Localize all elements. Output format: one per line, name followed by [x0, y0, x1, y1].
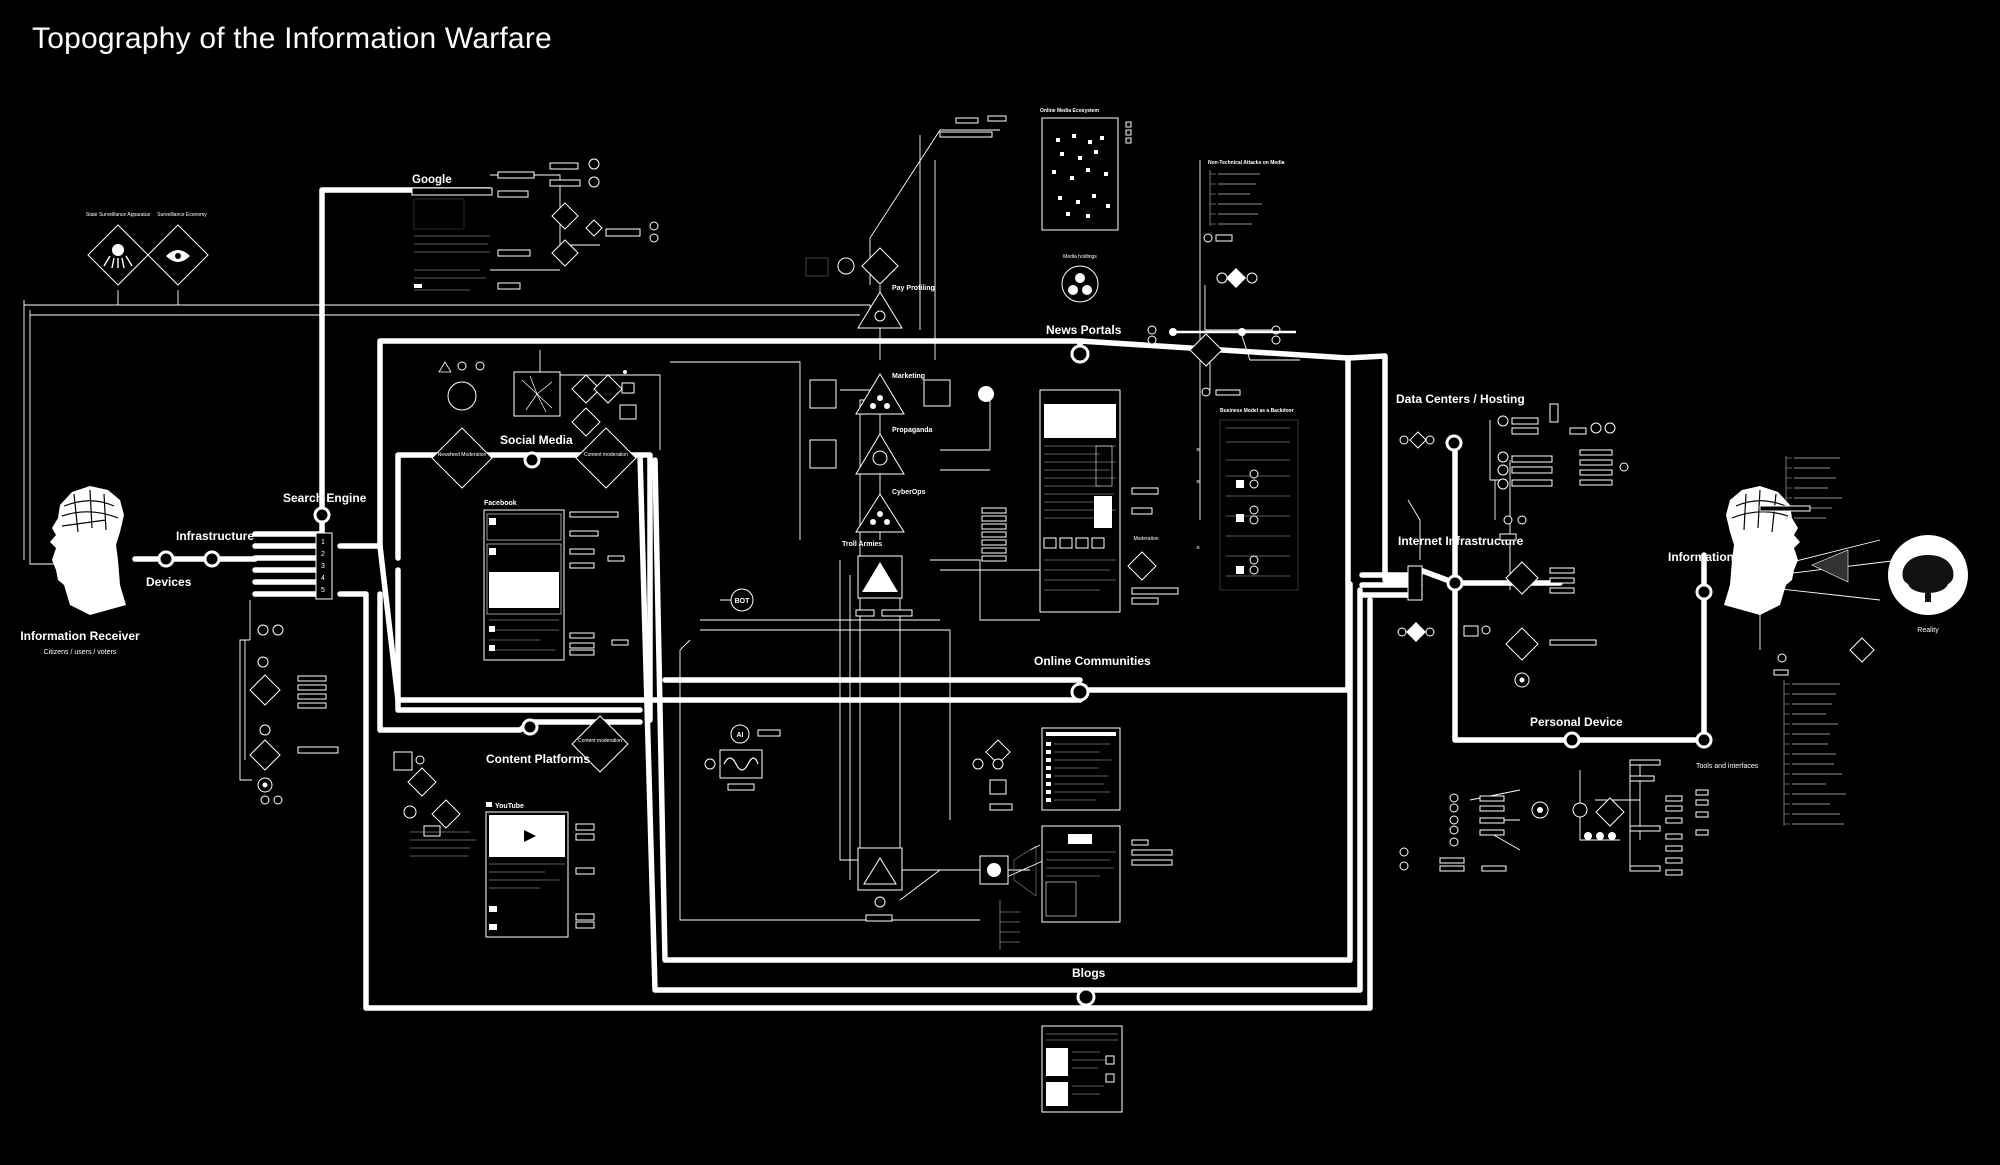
search-engine-label: Search Engine [283, 491, 367, 505]
content-platforms-moderation-label: Content moderation [578, 738, 622, 744]
personal-device-label: Personal Device [1530, 715, 1623, 729]
google-search-panel: Google [411, 158, 659, 291]
youtube-label: YouTube [495, 803, 524, 810]
automation-section: BOT AI [704, 588, 781, 791]
data-centers-section: Data Centers / Hosting [1396, 392, 1629, 490]
ai-label: AI [737, 732, 744, 739]
data-centers-label: Data Centers / Hosting [1396, 392, 1525, 406]
newsfeed-moderation-diamond [431, 427, 493, 489]
online-communities-label: Online Communities [1034, 654, 1151, 668]
svg-text:×: × [1196, 545, 1200, 552]
router-port-2: 2 [321, 551, 325, 558]
marketing-label: Marketing [892, 373, 925, 380]
route-data-centers [1417, 440, 1458, 586]
router-port-4: 4 [321, 575, 325, 582]
content-moderation-label: Content moderation [584, 452, 628, 458]
main-routes [132, 187, 1707, 1011]
head-profile-icon [50, 486, 126, 615]
social-media-section: Social Media Newsfeed Moderation Content… [431, 361, 637, 489]
social-media-label: Social Media [500, 433, 573, 447]
influence-chain: Pay Profiling Marketing Propaganda Cyber… [805, 247, 994, 617]
station-nodes [157, 344, 1713, 1007]
octopus-icon [103, 244, 133, 269]
play-icon [524, 830, 536, 842]
content-platforms-section: Content moderation Content Platforms [393, 715, 629, 837]
tools-interfaces-label: Tools and interfaces [1696, 763, 1759, 770]
content-moderation-diamond [575, 427, 637, 489]
internet-infrastructure-label: Internet Infrastructure [1398, 534, 1524, 548]
information-receiver: Information Receiver Citizens / users / … [20, 486, 367, 656]
non-technical-attacks-label: Non-Technical Attacks on Media [1208, 160, 1285, 166]
route-social-media [395, 452, 653, 723]
bottom-network [857, 845, 1037, 950]
route-blogs [337, 591, 1373, 1011]
online-media-ecosystem: Online Media Ecosystem [939, 108, 1132, 231]
infrastructure-label: Infrastructure [176, 529, 254, 543]
state-surveillance-label: State Surveillance Apparatus [86, 212, 151, 218]
cyberops-label: CyberOps [892, 489, 926, 496]
surveillance-economy-label: Surveillance Economy [157, 212, 207, 218]
tree-icon [1902, 555, 1954, 602]
online-media-ecosystem-label: Online Media Ecosystem [1040, 108, 1099, 114]
devices-label: Devices [146, 575, 192, 589]
newsfeed-moderation-label: Newsfeed Moderation [438, 452, 487, 458]
business-model-label: Business Model as a Backdoor [1220, 408, 1294, 414]
information-worker: Information Worker Reality [1668, 456, 1968, 826]
facebook-feed: Facebook [483, 500, 629, 661]
infrastructure-router: 1 2 3 4 5 [315, 532, 333, 600]
svg-text:×: × [1196, 479, 1200, 486]
eye-icon [166, 250, 190, 262]
router-port-1: 1 [321, 539, 325, 546]
news-portals-label: News Portals [1046, 323, 1122, 337]
google-label: Google [412, 174, 452, 186]
bot-label: BOT [735, 598, 751, 605]
information-receiver-label: Information Receiver [20, 629, 140, 643]
personal-device-section: Personal Device Tools and interfaces [1399, 715, 1759, 876]
business-model-backdoor: Business Model as a Backdoor × × × [1196, 408, 1299, 591]
svg-text:×: × [1196, 447, 1200, 454]
router-port-5: 5 [321, 587, 325, 594]
facebook-label: Facebook [484, 500, 517, 507]
page-title: Topography of the Information Warfare [32, 22, 552, 55]
thin-connectors [23, 129, 1901, 921]
router-port-3: 3 [321, 563, 325, 570]
pay-profiling-label: Pay Profiling [892, 285, 935, 292]
information-receiver-sublabel: Citizens / users / voters [44, 649, 117, 656]
pyramid-icon [862, 562, 898, 592]
devices-detail-cluster [249, 624, 339, 805]
surveillance-apparatus: State Surveillance Apparatus Surveillanc… [86, 212, 209, 286]
internet-infrastructure-section: Internet Infrastructure [1397, 515, 1597, 688]
blogs-section: Blogs [1041, 966, 1123, 1113]
non-technical-attacks: Non-Technical Attacks on Media [1147, 160, 1296, 397]
media-holdings-label: Media holdings [1063, 254, 1097, 260]
news-portals-section: News Portals Moderation Media holdings [981, 254, 1179, 613]
online-communities-section: Online Communities [972, 654, 1173, 923]
content-platforms-label: Content Platforms [486, 752, 590, 766]
route-news-portals [337, 338, 1083, 549]
youtube-panel: YouTube [410, 802, 595, 938]
propaganda-label: Propaganda [892, 427, 933, 434]
troll-armies-label: Troll Armies [842, 541, 882, 548]
blogs-label: Blogs [1072, 966, 1106, 980]
reality-label: Reality [1917, 627, 1939, 634]
moderation-label: Moderation [1133, 536, 1158, 542]
route-content-platforms [377, 591, 643, 733]
head-profile-icon [1724, 486, 1800, 615]
